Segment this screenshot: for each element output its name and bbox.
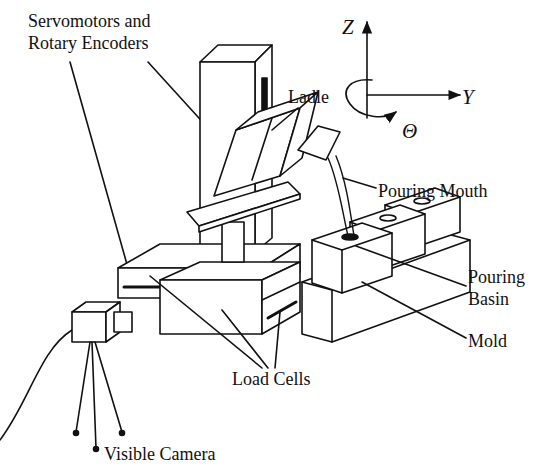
part-label: Mold	[468, 330, 538, 352]
leader-line	[222, 310, 268, 368]
leader-line	[343, 178, 376, 188]
carriage-side	[262, 262, 300, 334]
carriage-rail	[268, 302, 296, 318]
camera-cable	[0, 330, 72, 440]
mold-base-edge	[331, 290, 333, 342]
camera-body	[72, 312, 106, 342]
mold-edge	[341, 250, 343, 293]
part-label: Servomotors and Rotary Encoders	[28, 10, 178, 54]
pouring-basin-hole	[380, 215, 396, 221]
leader-line	[356, 246, 466, 286]
tripod-foot	[120, 431, 125, 436]
ladle-platform-edge	[199, 194, 300, 232]
part-label: Pouring Mouth	[378, 180, 538, 202]
axis-label: Θ	[402, 120, 432, 142]
axis-label: Y	[462, 86, 492, 108]
ladle-edge	[252, 118, 272, 180]
tripod-leg	[95, 342, 122, 432]
z-axis	[366, 22, 368, 118]
y-axis	[367, 94, 460, 96]
leader-line	[70, 62, 128, 268]
leader-line	[150, 276, 262, 368]
leader-line	[272, 108, 298, 130]
tripod-leg	[76, 342, 90, 432]
mold-box	[312, 223, 392, 293]
base-rail	[124, 286, 160, 289]
tripod-foot	[94, 447, 99, 452]
leader-line	[275, 312, 280, 368]
part-label: Visible Camera	[104, 443, 264, 465]
rotation-arrow	[346, 80, 396, 117]
ladle-post	[222, 222, 244, 262]
mold-edge	[312, 233, 392, 250]
molten-stream	[328, 158, 348, 236]
pouring-mouth	[298, 126, 340, 160]
tripod-foot	[74, 431, 79, 436]
leader-line	[362, 282, 466, 338]
molten-stream	[336, 156, 354, 236]
tripod-leg	[92, 342, 96, 448]
axis-label: Z	[342, 16, 372, 38]
camera-lens	[114, 312, 132, 332]
part-label: Load Cells	[232, 368, 352, 390]
part-label: Pouring Basin	[468, 266, 538, 310]
carriage-edge	[262, 282, 300, 300]
pouring-basin-hole	[342, 234, 358, 240]
part-label: Ladle	[288, 86, 368, 108]
